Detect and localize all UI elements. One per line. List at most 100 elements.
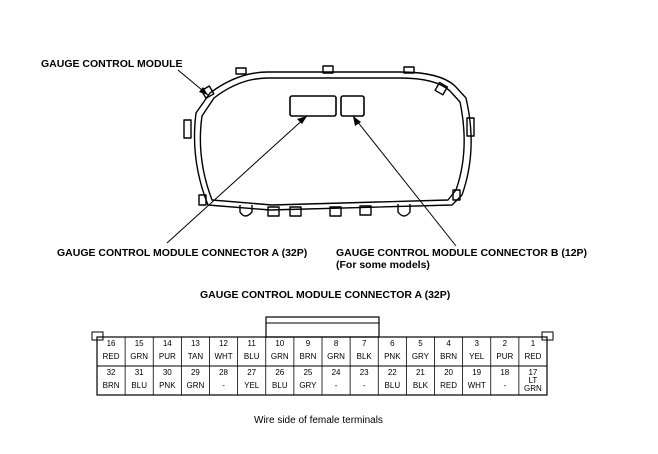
pin-wire-color: TAN bbox=[188, 352, 204, 361]
pin-number: 4 bbox=[446, 339, 451, 348]
pin-number: 23 bbox=[360, 368, 369, 377]
cluster-bottom-mount-right bbox=[397, 204, 411, 217]
cluster-corner-tab-left bbox=[200, 85, 215, 100]
pin-number: 26 bbox=[275, 368, 284, 377]
pin-wire-color: YEL bbox=[244, 381, 260, 390]
pin-wire-color: LT bbox=[529, 376, 538, 385]
connector-b-note: (For some models) bbox=[336, 259, 430, 271]
pin-number: 6 bbox=[390, 339, 395, 348]
pin-wire-color: RED bbox=[440, 381, 457, 390]
pin-number: 9 bbox=[306, 339, 311, 348]
connector-latch bbox=[265, 316, 380, 338]
cluster-corner-tab-bottom-left bbox=[198, 194, 207, 206]
pin-wire-color: BLU bbox=[272, 381, 288, 390]
gauge-control-module-label: GAUGE CONTROL MODULE bbox=[41, 58, 183, 70]
pin-number: 8 bbox=[334, 339, 339, 348]
pin-number: 27 bbox=[247, 368, 256, 377]
pin-wire-color: BRN bbox=[440, 352, 457, 361]
pin-wire-color: - bbox=[335, 381, 338, 390]
connector-diagram-title: GAUGE CONTROL MODULE CONNECTOR A (32P) bbox=[200, 289, 451, 301]
pin-number: 32 bbox=[107, 368, 116, 377]
pin-number: 19 bbox=[472, 368, 481, 377]
pin-wire-color: GRY bbox=[299, 381, 317, 390]
connector-pin-grid: 16RED15GRN14PUR13TAN12WHT11BLU10GRN9BRN8… bbox=[103, 337, 542, 395]
pin-number: 18 bbox=[500, 368, 509, 377]
cluster-bottom-tab-d bbox=[359, 205, 372, 216]
arrow-connector-a bbox=[297, 116, 307, 124]
pin-number: 14 bbox=[163, 339, 172, 348]
pin-wire-color: BLU bbox=[131, 381, 147, 390]
wire-side-caption: Wire side of female terminals bbox=[254, 415, 383, 426]
arrow-connector-b bbox=[353, 116, 361, 126]
pin-wire-color: BLK bbox=[413, 381, 429, 390]
pin-wire-color: BRN bbox=[103, 381, 120, 390]
pin-number: 29 bbox=[191, 368, 200, 377]
pin-wire-color: BLK bbox=[357, 352, 373, 361]
pin-number: 15 bbox=[135, 339, 144, 348]
pin-number: 17 bbox=[528, 368, 537, 377]
pin-wire-color: WHT bbox=[468, 381, 486, 390]
pin-number: 24 bbox=[332, 368, 341, 377]
pin-wire-color: GRN bbox=[524, 384, 542, 393]
pin-wire-color: WHT bbox=[214, 352, 232, 361]
cluster-bottom-tab-b bbox=[289, 206, 302, 217]
cluster-corner-tab-bottom-right bbox=[452, 189, 461, 201]
pin-wire-color: YEL bbox=[469, 352, 485, 361]
connector-b-label: GAUGE CONTROL MODULE CONNECTOR B (12P) (… bbox=[336, 247, 587, 271]
pin-number: 21 bbox=[416, 368, 425, 377]
pin-wire-color: GRN bbox=[271, 352, 289, 361]
pin-number: 22 bbox=[388, 368, 397, 377]
pin-wire-color: GRN bbox=[187, 381, 205, 390]
cluster-top-tab-center bbox=[322, 65, 334, 74]
cluster-top-tab-left bbox=[235, 67, 247, 75]
pin-number: 1 bbox=[531, 339, 536, 348]
pin-number: 7 bbox=[362, 339, 367, 348]
arrow-gcm bbox=[199, 87, 208, 95]
pin-number: 10 bbox=[275, 339, 284, 348]
cluster-side-tab-left bbox=[183, 119, 192, 139]
pin-number: 30 bbox=[163, 368, 172, 377]
pin-wire-color: BLU bbox=[244, 352, 260, 361]
cluster-corner-tab-right bbox=[434, 81, 449, 96]
pin-number: 28 bbox=[219, 368, 228, 377]
leader-connector-b bbox=[352, 115, 457, 247]
pin-wire-color: RED bbox=[524, 352, 541, 361]
pin-wire-color: GRN bbox=[327, 352, 345, 361]
pin-wire-color: BLU bbox=[385, 381, 401, 390]
pin-wire-color: GRN bbox=[130, 352, 148, 361]
pin-number: 16 bbox=[107, 339, 116, 348]
cluster-top-tab-right bbox=[403, 66, 415, 74]
connector-a-shape bbox=[289, 95, 337, 117]
pin-number: 3 bbox=[474, 339, 479, 348]
connector-b-shape bbox=[340, 95, 365, 117]
pin-number: 25 bbox=[303, 368, 312, 377]
pin-wire-color: GRY bbox=[412, 352, 430, 361]
leader-connector-a bbox=[166, 115, 308, 244]
pin-wire-color: RED bbox=[103, 352, 120, 361]
connector-b-name: GAUGE CONTROL MODULE CONNECTOR B (12P) bbox=[336, 247, 588, 259]
pin-number: 20 bbox=[444, 368, 453, 377]
pin-number: 11 bbox=[248, 339, 257, 348]
pin-number: 31 bbox=[135, 368, 144, 377]
pin-number: 13 bbox=[191, 339, 200, 348]
pin-wire-color: - bbox=[222, 381, 225, 390]
cluster-side-tab-right bbox=[466, 117, 475, 137]
connector-ear-right bbox=[541, 331, 554, 341]
pin-wire-color: - bbox=[363, 381, 366, 390]
pin-number: 5 bbox=[418, 339, 423, 348]
cluster-bottom-mount-left bbox=[239, 205, 253, 217]
pin-wire-color: PNK bbox=[159, 381, 176, 390]
cluster-bottom-tab-c bbox=[329, 206, 342, 217]
pin-wire-color: PNK bbox=[384, 352, 401, 361]
pin-wire-color: - bbox=[503, 381, 506, 390]
connector-a-label: GAUGE CONTROL MODULE CONNECTOR A (32P) bbox=[57, 247, 308, 259]
cluster-bottom-tab-a bbox=[267, 206, 280, 217]
pin-wire-color: PUR bbox=[159, 352, 176, 361]
pin-number: 12 bbox=[219, 339, 228, 348]
pin-number: 2 bbox=[503, 339, 508, 348]
pin-wire-color: BRN bbox=[299, 352, 316, 361]
cluster-outer-outline bbox=[193, 71, 472, 211]
connector-ear-left bbox=[91, 331, 104, 341]
cluster-inner-outline bbox=[199, 77, 465, 206]
